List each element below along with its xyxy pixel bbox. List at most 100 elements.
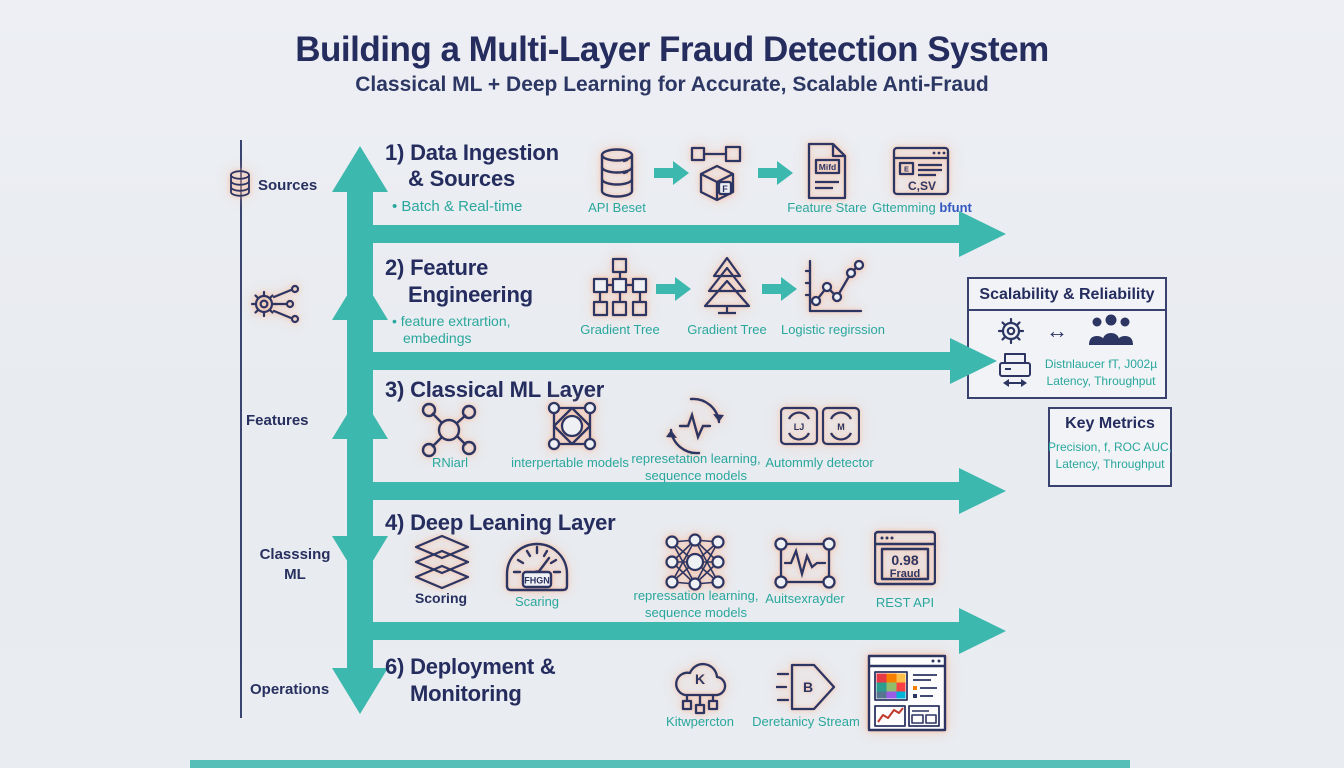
svg-text:LJ: LJ [794,422,805,432]
gear-network-icon [246,276,304,333]
flow-arrow-icon [654,160,690,191]
scalability-title: Scalability & Reliability [969,279,1165,311]
svg-text:Fraud: Fraud [890,568,921,580]
stage-arrow-2-head [950,338,997,384]
svg-text:M: M [837,422,845,432]
flow-arrow-icon [762,276,798,307]
section6-heading-line2: Monitoring [410,681,522,706]
square-nodes-icon [540,400,604,463]
icon-label: Deretanicy Stream [752,714,860,729]
svg-text:Mifd: Mifd [819,162,836,172]
gauge-icon: FHGN [504,532,570,599]
printer-sync-icon [996,352,1034,395]
stage-arrow-3-head [959,468,1006,514]
flow-arrow-down-1 [332,536,388,582]
scalability-line2: Latency, Throughput [1046,374,1156,388]
stage-arrow-1-head [959,211,1006,257]
section1-bullet: • Batch & Real-time [392,198,523,215]
cloud-k-icon: K [667,654,733,721]
stage-arrow-4-bar [360,622,960,640]
icon-label: sequence models [645,605,747,620]
svg-text:B: B [803,679,813,695]
svg-text:F: F [722,184,728,194]
svg-text:C,SV: C,SV [908,179,936,193]
anomaly-detector-icon: LJ M [779,406,861,453]
icon-label: Gradient Tree [687,322,767,337]
section6-heading-line1: 6) Deployment & [385,654,556,679]
flow-arrow-up-3 [332,393,388,439]
section2-heading-line1: 2) Feature [385,255,489,280]
flow-arrow-icon [656,276,692,307]
layers-icon [410,534,474,597]
icon-label: RNiarl [431,455,469,470]
gear-icon [992,312,1030,355]
icon-label: API Beset [588,200,646,215]
icon-label: Logistic regirssion [780,322,886,337]
rail-label-features: Features [246,412,309,429]
rail-label-classing-ml-1: Classsing [259,546,331,563]
section3-heading: 3) Classical ML Layer [385,377,605,402]
scalability-panel: Scalability & Reliability [967,277,1167,399]
section1-heading-line2: & Sources [408,166,516,191]
flow-arrow-up-2 [332,274,388,320]
rail-line [240,140,242,718]
rail-label-sources: Sources [258,177,318,194]
database-stack-icon [594,147,640,204]
icon-label-part1: Gttemming [872,200,936,215]
neural-net-icon [662,532,728,597]
stage-arrow-4-head [959,608,1006,654]
svg-text:0.98: 0.98 [891,552,918,568]
icon-label: interpertable models [511,455,629,470]
molecule-icon [418,402,482,463]
rail-label-classing-ml-2: ML [284,566,306,583]
icon-label: Scoring [414,590,468,606]
icon-label: REST API [875,595,935,610]
icon-label: Gradient Tree [580,322,660,337]
swap-arrow-icon: ↔ [1046,318,1068,343]
dashboard-icon [867,654,947,739]
stage-arrow-1-bar [360,225,960,243]
document-mifd-icon: Mifd [803,142,851,205]
key-metrics-line2: Latency, Throughput [1055,457,1165,471]
csv-browser-icon: E C,SV [892,146,950,201]
svg-text:E: E [904,165,909,174]
icon-label: Autommly detector [765,455,874,470]
section4-heading: 4) Deep Leaning Layer [385,510,616,535]
flow-arrow-up-1 [332,146,388,192]
waveform-box-icon [773,536,837,595]
section2-bullet-line1: • feature extrartion, [392,313,511,329]
cycle-wave-icon [663,394,727,463]
icon-label: Gttemming bfunt [868,200,976,215]
icon-label: Kitwpercton [666,714,734,729]
flow-arrow-icon [758,160,794,191]
section2-heading-line2: Engineering [408,282,533,307]
people-icon [1088,314,1134,353]
icon-label-part2: bfunt [939,200,972,215]
fraud-score-browser-icon: 0.98 Fraud [873,528,937,591]
page-title: Building a Multi-Layer Fraud Detection S… [295,30,1049,69]
key-metrics-panel [1048,407,1172,487]
icon-label: represetation learning, [631,451,761,466]
page-subtitle: Classical ML + Deep Learning for Accurat… [355,73,989,96]
icon-label: Feature Stare [787,200,867,215]
bottom-accent-bar [190,760,1130,768]
cube-f-icon: F [688,142,746,209]
scalability-line1: Distnlaucer fT, J002µ [1044,357,1158,371]
icon-label: Scaring [514,594,560,609]
logistic-chart-icon [801,257,865,322]
stage-arrow-3-bar [360,482,960,500]
flow-arrow-down-2 [332,668,388,714]
svg-text:K: K [695,671,705,687]
pine-tree-icon [701,255,753,322]
svg-text:FHGN: FHGN [524,576,550,586]
icon-label: repressation learning, [633,588,759,603]
stream-b-icon: B [774,660,838,719]
stage-arrow-2-bar [360,352,952,370]
org-tree-icon [592,257,648,324]
section1-heading-line1: 1) Data Ingestion [385,140,559,165]
icon-label: Auitsexrayder [765,591,845,606]
database-icon [228,170,252,203]
rail-label-operations: Operations [250,681,330,698]
key-metrics-line1: Precision, f, ROC AUC, [1047,440,1173,454]
